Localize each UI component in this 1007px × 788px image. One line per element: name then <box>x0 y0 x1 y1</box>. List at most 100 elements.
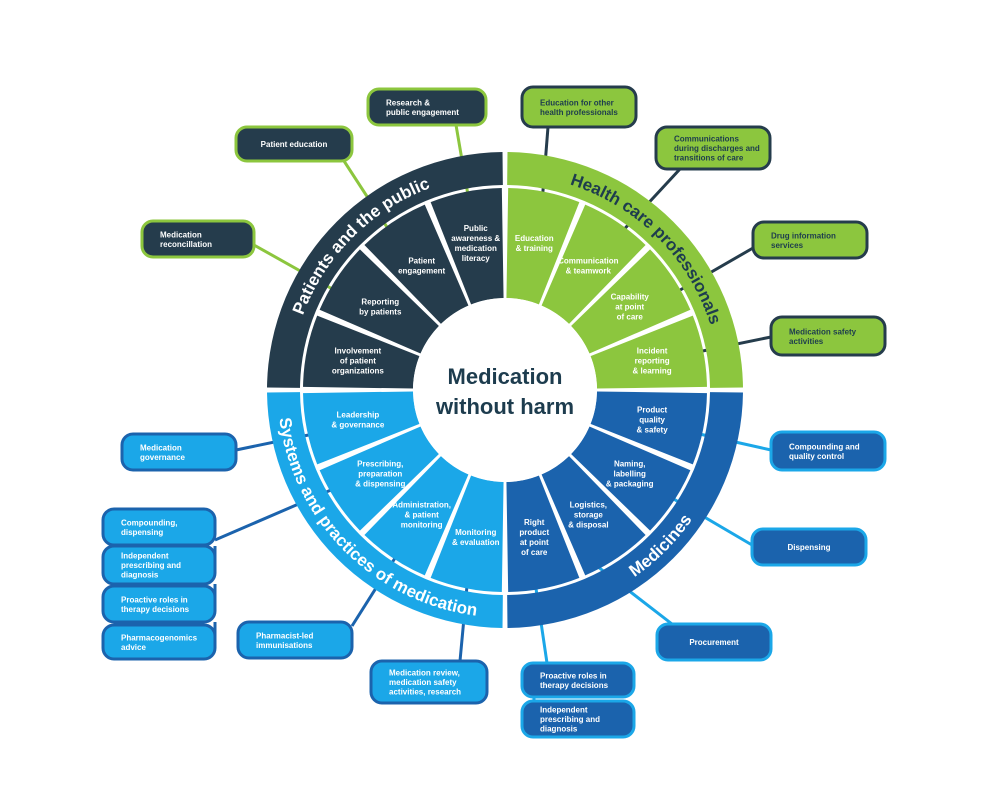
callout-medicines-2: Procurement <box>655 622 773 662</box>
callout-label-line: Compounding and <box>789 442 860 451</box>
segment-label-line: Education <box>515 234 554 243</box>
callout-label-line: Education for other <box>540 98 614 107</box>
segment-professionals-3 <box>590 315 707 389</box>
segment-label-line: at point <box>615 303 644 312</box>
callout-label-line: Proactive roles in <box>540 671 607 680</box>
callout-label-line: Proactive roles in <box>121 595 188 604</box>
segment-label-line: engagement <box>398 266 445 275</box>
segment-label-line: at point <box>520 538 549 547</box>
segment-label-line: preparation <box>358 469 402 478</box>
segment-label-line: Logistics, <box>570 501 607 510</box>
callout-label-line: Independent <box>540 706 588 715</box>
callout-label-line: therapy decisions <box>121 605 190 614</box>
band-patients <box>267 152 503 388</box>
callout-label-line: Medication safety <box>789 327 857 336</box>
segment-patients-1 <box>364 204 469 324</box>
callout-label-line: activities <box>789 337 824 346</box>
segment-professionals-2 <box>571 249 691 354</box>
segment-label-systems-1: Prescribing,preparation& dispensing <box>355 459 405 488</box>
callout-label-line: health professionals <box>540 108 618 117</box>
segment-patients-2 <box>319 249 439 354</box>
connector-patients-2 <box>253 243 344 297</box>
segment-patients-3 <box>303 315 420 389</box>
callout-label-line: diagnosis <box>540 725 578 734</box>
callout-label: Research &public engagement <box>386 98 459 117</box>
segment-systems-0 <box>303 391 420 465</box>
callout-systems-1: Compounding,dispensing <box>101 507 217 547</box>
segment-label-line: & packaging <box>606 479 654 488</box>
segment-label-line: Monitoring <box>455 528 496 537</box>
segment-label-line: & training <box>516 244 553 253</box>
segment-label-line: Leadership <box>337 410 380 419</box>
callout-box <box>769 430 887 472</box>
segment-label-professionals-0: Education& training <box>515 234 554 253</box>
callout-label-line: Independent <box>121 552 169 561</box>
callout-box <box>101 623 217 661</box>
callout-label-line: reconcillation <box>160 240 212 249</box>
segment-label-line: monitoring <box>401 521 443 530</box>
band-medicines <box>507 392 743 628</box>
segment-label-line: Administration, <box>392 501 451 510</box>
callout-label: Dispensing <box>787 543 830 552</box>
segment-label-systems-0: Leadership& governance <box>331 410 384 429</box>
callout-label-line: diagnosis <box>121 571 159 580</box>
center-line-2: without harm <box>435 394 574 419</box>
segment-label-line: of care <box>521 548 548 557</box>
segment-label-line: Involvement <box>335 347 382 356</box>
callout-label-line: medication safety <box>389 678 457 687</box>
callout-label-line: during discharges and <box>674 144 760 153</box>
callout-box <box>654 125 772 171</box>
callout-label: Procurement <box>689 638 739 647</box>
callout-label-line: quality control <box>789 452 844 461</box>
segment-label-line: & governance <box>331 420 384 429</box>
segment-label-line: Prescribing, <box>357 459 403 468</box>
callout-label-line: Drug information <box>771 231 836 240</box>
callout-box <box>750 527 868 567</box>
segment-label-line: reporting <box>635 357 670 366</box>
callout-label: Compounding,dispensing <box>121 518 177 537</box>
callout-box <box>140 219 256 259</box>
band-systems <box>267 392 503 628</box>
segment-label-professionals-1: Communication& teamwork <box>558 256 619 275</box>
center-line-1: Medication <box>448 364 563 389</box>
callout-label-line: Pharmacogenomics <box>121 633 198 642</box>
segment-systems-1 <box>319 426 439 531</box>
segment-label-line: awareness & <box>451 234 500 243</box>
segment-label-line: & dispensing <box>355 479 405 488</box>
callout-label-line: immunisations <box>256 641 313 650</box>
segment-label-systems-3: Monitoring& evaluation <box>452 528 500 547</box>
segment-label-line: & patient <box>405 511 440 520</box>
segment-label-line: Product <box>637 405 668 414</box>
callout-box <box>520 661 636 699</box>
callout-label-line: Research & <box>386 98 430 107</box>
segment-label-line: & evaluation <box>452 538 500 547</box>
segment-label-line: by patients <box>359 308 402 317</box>
segment-medicines-1 <box>571 426 691 531</box>
callout-label-line: prescribing and <box>121 561 181 570</box>
segment-label-medicines-1: Naming,labelling& packaging <box>606 459 654 488</box>
callout-label-line: governance <box>140 453 185 462</box>
segment-label-line: & safety <box>637 425 669 434</box>
